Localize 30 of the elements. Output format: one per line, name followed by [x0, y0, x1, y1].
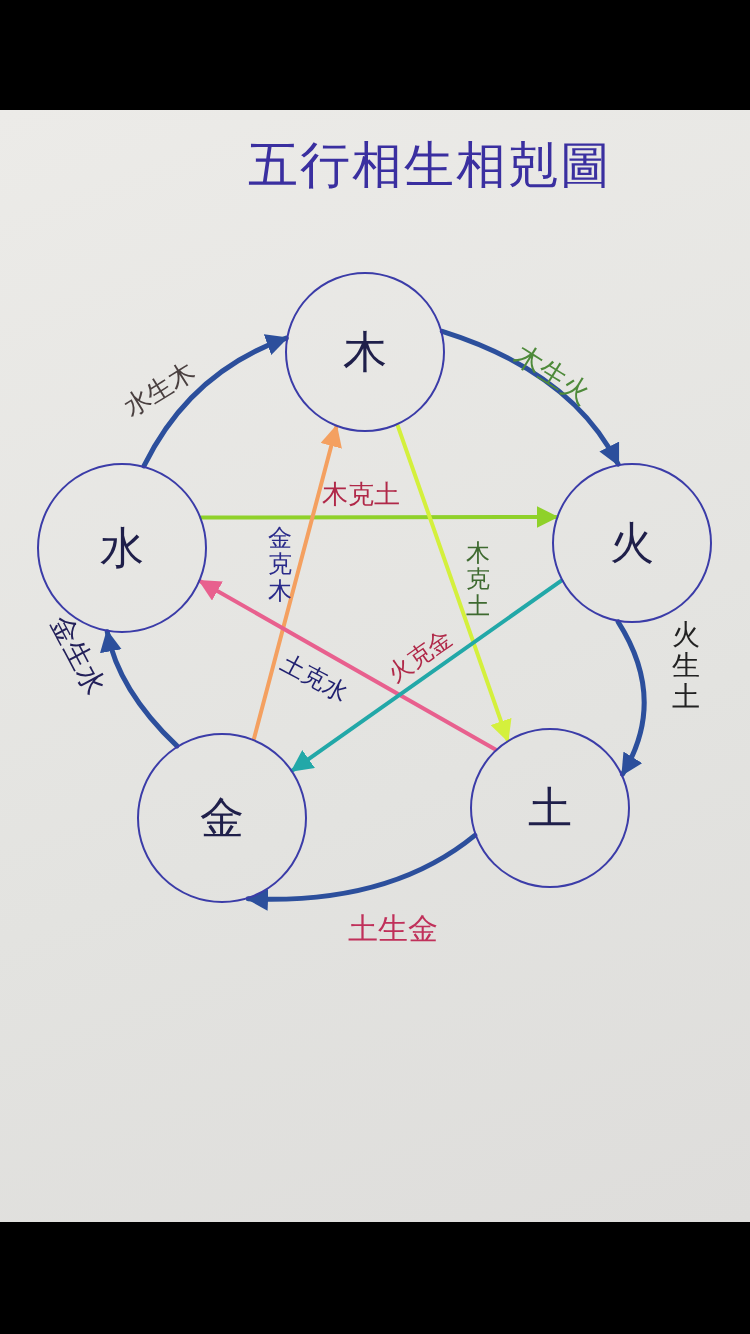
edge-label: 木生火 [508, 340, 596, 411]
element-circle [285, 272, 445, 432]
element-character: 水 [100, 520, 144, 575]
element-character: 木 [343, 324, 387, 379]
element-circle [552, 463, 712, 623]
arrow [615, 619, 647, 777]
element-character: 金 [200, 790, 244, 845]
edge-label: 木克土 [466, 540, 490, 620]
edge-label: 金生水 [43, 611, 111, 700]
arrow [290, 578, 564, 773]
edge-label: 土生金 [348, 912, 438, 945]
arrow [395, 423, 512, 743]
edge-label: 火生土 [672, 620, 700, 713]
arrow [251, 424, 342, 742]
arrow [199, 506, 559, 528]
element-character: 火 [610, 515, 654, 570]
edge-label: 土克水 [276, 649, 352, 707]
edge-label: 火克金 [382, 624, 458, 688]
diagram-title: 五行相生相剋圖 [247, 135, 613, 196]
element-circle [137, 733, 307, 903]
edge-label: 金克木 [268, 525, 292, 605]
arrow [198, 579, 498, 752]
edge-label: 水生木 [118, 356, 200, 423]
element-circle [470, 728, 630, 888]
arrow [439, 328, 621, 467]
arrow [245, 832, 478, 911]
element-character: 土 [528, 780, 572, 835]
arrow [141, 335, 289, 469]
arrow [100, 629, 180, 749]
edge-label: 木克土 [322, 480, 400, 509]
